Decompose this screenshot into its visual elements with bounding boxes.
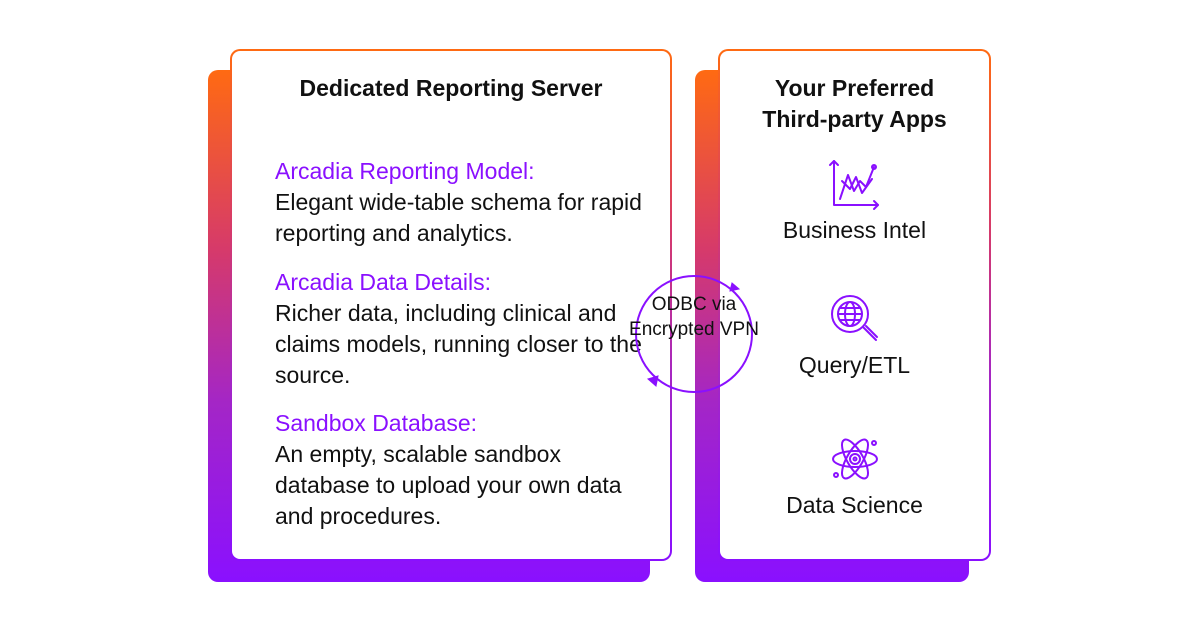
globe-search-icon — [830, 295, 878, 341]
arrow-left-icon — [646, 375, 659, 387]
data-science-label: Data Science — [786, 492, 923, 518]
reporting-model-body: Elegant wide-table schema for rapid repo… — [275, 189, 642, 246]
sandbox-database-heading: Sandbox Database: — [275, 410, 478, 436]
reporting-model-heading: Arcadia Reporting Model: — [275, 158, 535, 184]
business-intel-label: Business Intel — [782, 217, 927, 243]
third-party-apps-panel: Your Preferred Third-party Apps Business… — [718, 49, 991, 561]
sandbox-database-body: An empty, scalable sandbox database to u… — [275, 441, 622, 529]
chart-icon — [828, 160, 879, 210]
data-details-body: Richer data, including clinical and clai… — [275, 300, 642, 388]
odbc-connector-circle — [635, 275, 753, 393]
data-science-item: Data Science — [720, 432, 989, 520]
arrow-right-icon — [729, 282, 741, 292]
sandbox-database-section: Sandbox Database: An empty, scalable san… — [275, 408, 655, 532]
reporting-server-panel: Dedicated Reporting Server Arcadia Repor… — [230, 49, 672, 561]
reporting-model-section: Arcadia Reporting Model: Elegant wide-ta… — [275, 156, 655, 249]
third-party-apps-title: Your Preferred Third-party Apps — [762, 75, 947, 132]
query-etl-item: Query/ETL — [720, 292, 989, 380]
odbc-connector-label: ODBC via Encrypted VPN — [629, 294, 759, 340]
data-details-section: Arcadia Data Details: Richer data, inclu… — [275, 267, 655, 391]
query-etl-label: Query/ETL — [798, 352, 911, 378]
data-details-heading: Arcadia Data Details: — [275, 269, 492, 295]
reporting-server-title: Dedicated Reporting Server — [299, 75, 603, 101]
atom-icon — [831, 438, 878, 480]
business-intel-item: Business Intel — [720, 157, 989, 245]
